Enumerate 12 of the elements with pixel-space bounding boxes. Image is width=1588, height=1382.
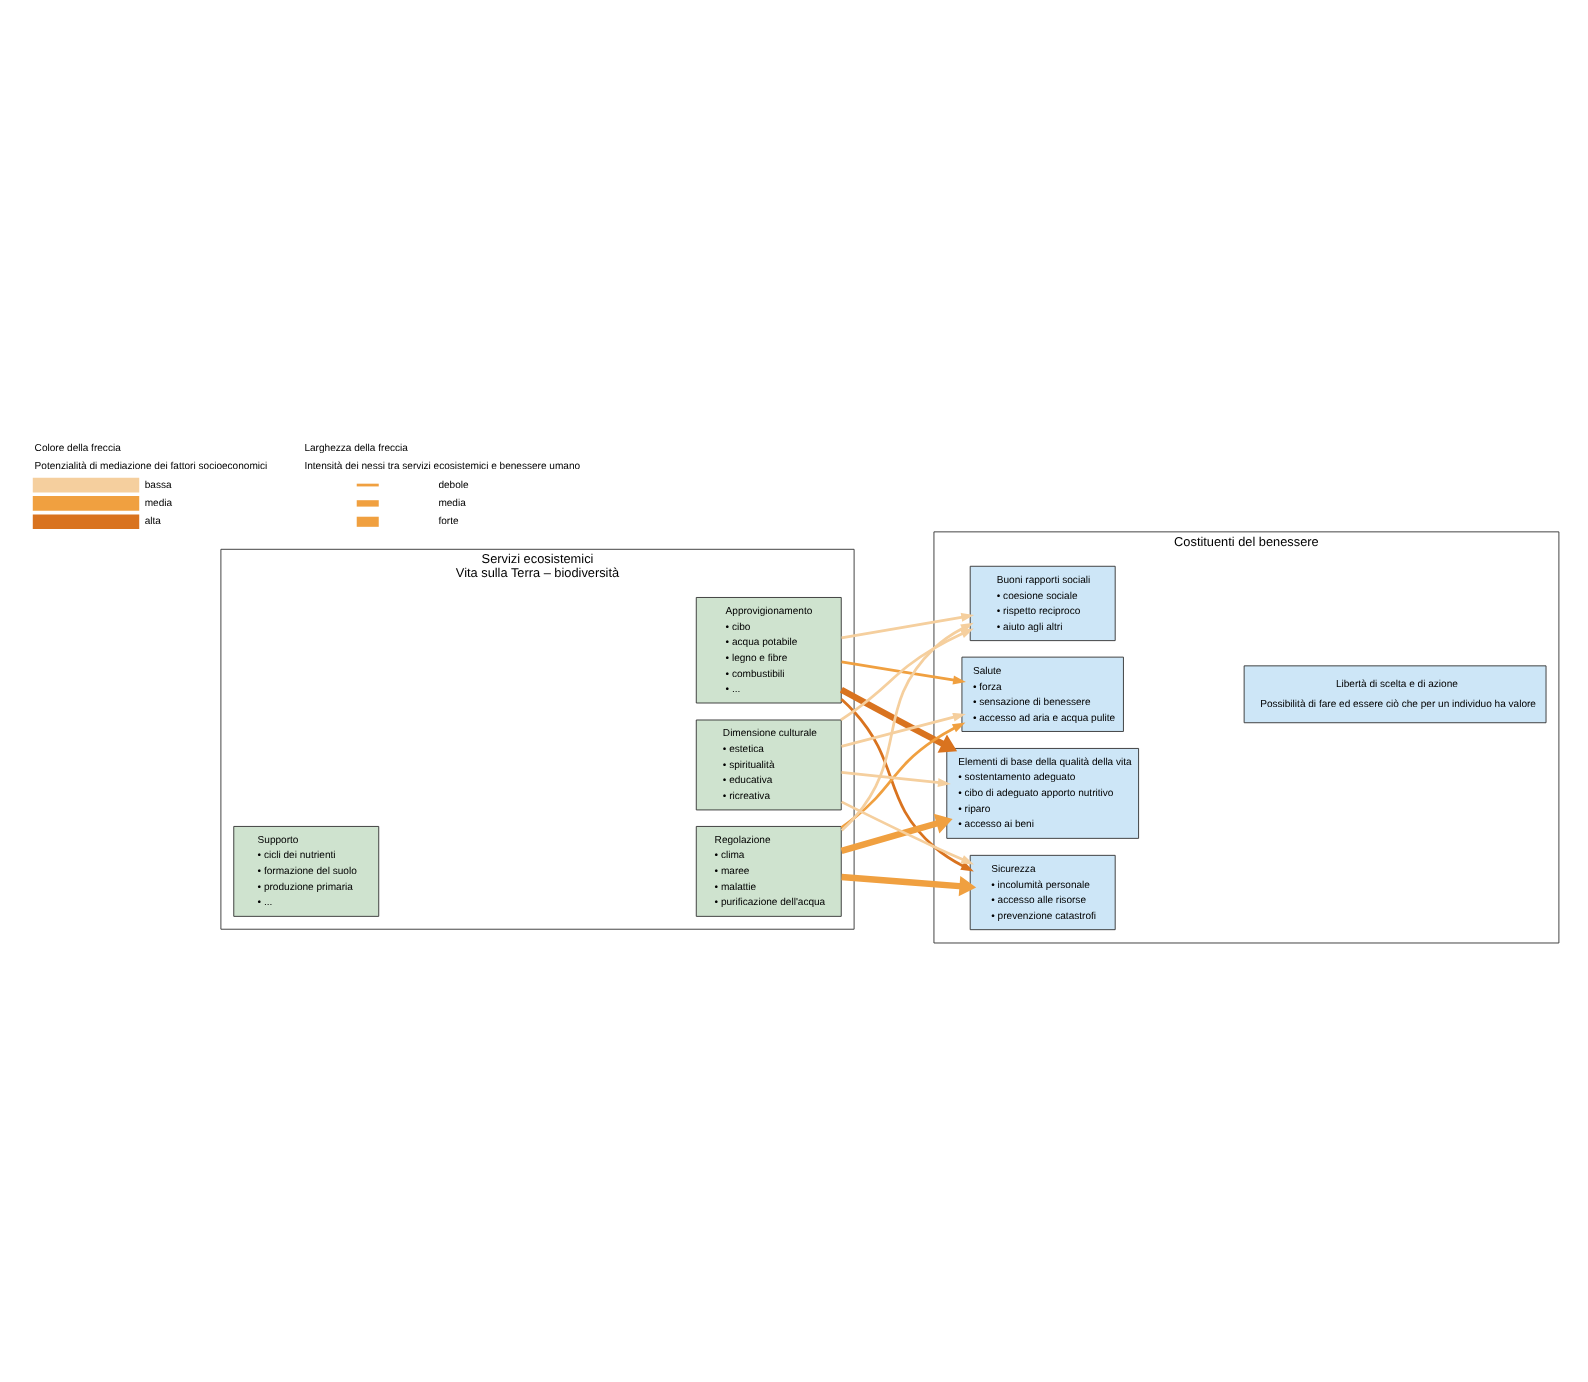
arrow [840,721,966,828]
arrow [839,685,958,752]
arrow [840,697,974,871]
arrow [841,659,966,684]
arrow [840,627,974,721]
arrow [841,799,974,864]
arrow [841,611,975,639]
arrow [840,621,974,831]
arrow [840,812,953,853]
arrow [841,711,966,747]
arrow [841,872,977,896]
arrow [841,770,951,787]
